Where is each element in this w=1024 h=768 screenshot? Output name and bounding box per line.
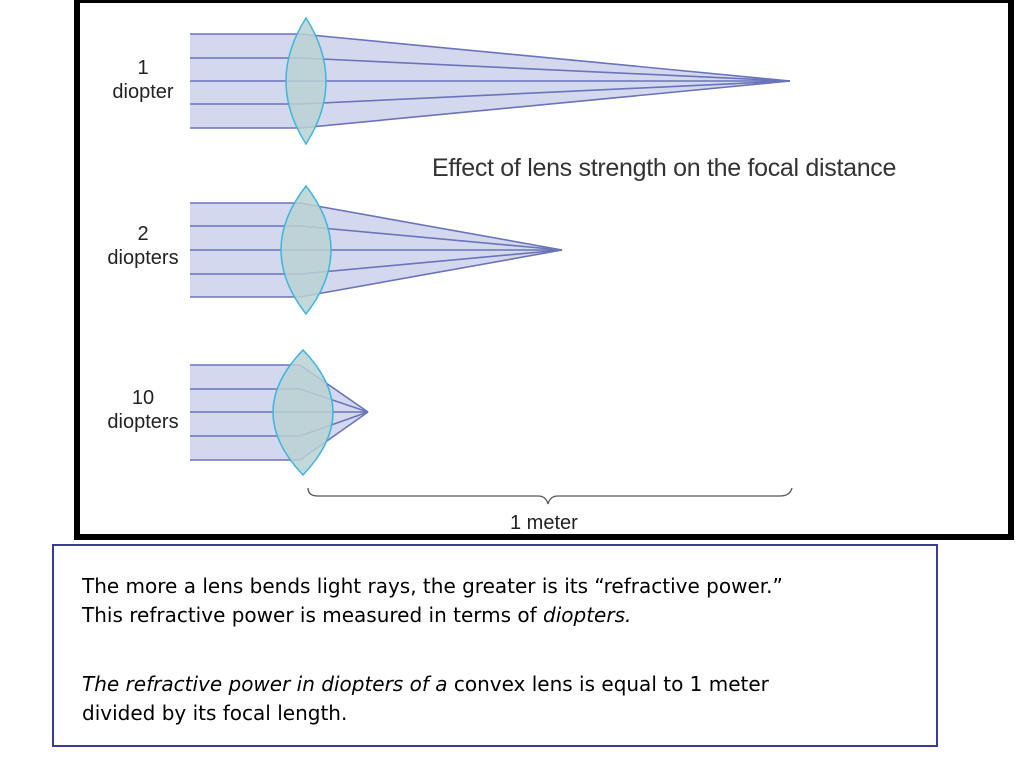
lens-1-diopter-group (190, 16, 791, 146)
lens-3 (272, 348, 334, 477)
meter-label: 1 meter (510, 512, 578, 534)
lens-1-power-value: 1 (137, 57, 149, 79)
caption-box: The more a lens bends light rays, the gr… (52, 544, 938, 747)
lens-10-diopters-group (190, 348, 369, 477)
lens-2-diopters-group (190, 184, 563, 316)
lens-3-power-unit: diopters (107, 411, 179, 433)
lens-2-power-value: 2 (137, 223, 149, 245)
lens-3-power-value: 10 (131, 387, 155, 409)
lens-1-power-unit: diopter (112, 81, 174, 103)
caption-line-1: The more a lens bends light rays, the gr… (82, 574, 783, 598)
lens-2-power-unit: diopters (107, 247, 179, 269)
caption-line-3-italic: The refractive power in diopters of a (82, 672, 454, 696)
caption-line-4: divided by its focal length. (82, 701, 348, 725)
lens-diagram (190, 16, 793, 505)
caption-line-3-plain: convex lens is equal to 1 meter (453, 672, 769, 696)
caption-line-2-italic: diopters. (543, 603, 632, 627)
lens-1 (285, 16, 327, 146)
caption-text: The more a lens bends light rays, the gr… (82, 572, 912, 728)
lens-3-label: 10 diopters (98, 386, 188, 434)
lens-2-label: 2 diopters (98, 222, 188, 270)
lens-2 (280, 184, 332, 316)
meter-brace (307, 487, 793, 505)
lens-1-label: 1 diopter (100, 56, 186, 104)
caption-line-3: The refractive power in diopters of a co… (82, 670, 912, 699)
figure-title: Effect of lens strength on the focal dis… (432, 154, 897, 182)
caption-line-2-plain: This refractive power is measured in ter… (82, 603, 544, 627)
caption-spacer (82, 630, 912, 670)
caption-line-2: This refractive power is measured in ter… (82, 601, 912, 630)
